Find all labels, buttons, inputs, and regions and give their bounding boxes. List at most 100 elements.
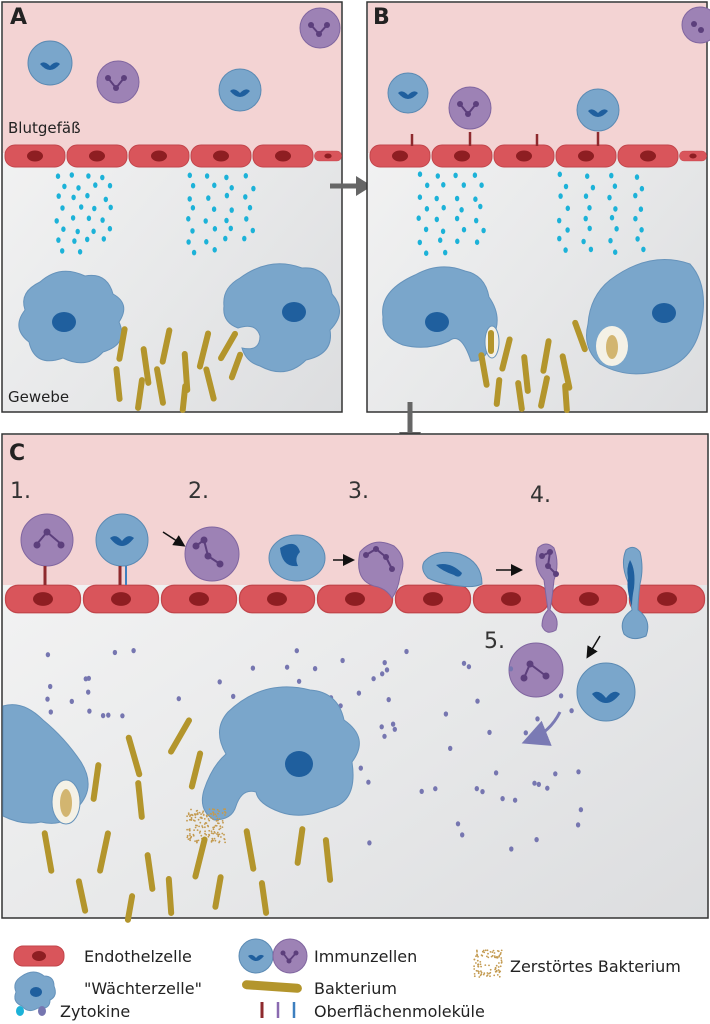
cytokine-dot [493,770,499,776]
cytokine-dot [460,832,465,838]
cytokine-dot [474,786,479,792]
cytokine-dot [569,708,574,714]
cytokine-dot [108,204,113,211]
bacterium-fragment [498,955,500,958]
legend-bacterium-label: Bakterium [314,979,397,998]
bacterium-fragment [208,808,211,810]
bacterium-fragment [490,955,493,958]
bacterium-fragment [190,835,193,838]
step-2-blue-cell [268,534,326,582]
cytokine-dot [609,214,615,221]
panel-a-immune-cell-purple-2 [299,7,341,49]
cytokine-dot [71,194,76,201]
cytokine-dot [454,195,460,202]
cytokine-dot [417,194,423,200]
bacterium-fragment [194,826,197,829]
cytokine-dot [250,665,256,671]
bacterium-fragment [487,952,489,955]
bacterium [562,383,570,413]
bacterium [165,876,175,916]
step-4-label: 4. [530,483,551,508]
cytokine-dot [120,713,125,719]
cytokine-dot [390,721,396,727]
cytokine-dot [641,246,646,253]
cytokine-dot [454,215,460,222]
bacterium-fragment [477,955,479,958]
cytokine-dot [508,666,514,672]
cytokine-dot [187,196,192,202]
cytokine-dot [204,239,209,245]
cytokine-dot [204,173,210,179]
bacterium [499,336,513,372]
cytokine-dot [86,689,91,695]
bacterium-fragment [189,834,191,837]
migration-arrow [521,711,562,746]
bacterium-fragment [199,821,202,824]
cytokine-dot [70,215,76,221]
cytokine-dot [131,648,136,654]
endothelial-cell [394,584,472,614]
bacterium-fragment [199,830,202,833]
cytokine-dot [106,712,111,718]
bacterium [168,717,192,755]
bacterium-fragment [212,832,215,835]
bacterium-fragment [221,826,224,828]
step-2-purple-cell [184,526,240,582]
bacterium-fragment [492,949,495,952]
cytokine-dot [186,216,191,222]
bacterium-fragment [479,963,482,966]
bacterium-fragment [478,976,481,978]
cytokine-dot [224,217,229,224]
legend-sentinel-cell-icon [14,971,56,1012]
cytokine-dot [563,247,568,253]
cytokine-dot [576,769,581,775]
bacterium-fragment [480,954,483,956]
bacterium-fragment [479,974,482,977]
cytokine-dot [83,676,89,682]
endothelial-cell [550,584,628,614]
cytokine-dot [48,709,53,715]
cytokine-dot [438,237,443,243]
bacterium-fragment [224,814,226,816]
bacterium-fragment [486,972,489,974]
cytokine-dot [48,683,53,690]
cytokine-dot [558,193,563,199]
bacterium [559,353,573,391]
cytokine-dot [61,226,66,232]
cytokine-dot [190,205,196,211]
cytokine-dot [478,203,483,210]
cytokine-dot [565,205,570,212]
bacterium-fragment [477,965,480,968]
cytokine-dot [211,206,217,212]
cytokine-dot [441,204,446,211]
bacterium [140,346,152,386]
bacterium-fragment [202,810,205,813]
bacterium-fragment [207,814,210,817]
cytokine-dot [557,217,562,224]
cytokine-dot [223,235,228,242]
bacterium-fragment [192,819,195,822]
bacterium [572,319,588,353]
bacterium-fragment [224,810,226,813]
cytokine-dot [633,192,638,199]
bacterium-fragment [189,837,191,840]
bacterium-fragment [194,840,197,842]
cytokine-dot [461,660,467,666]
bacterium [125,734,143,778]
cytokine-dot [433,786,438,792]
bacterium-fragment [189,839,192,842]
cytokine-dot [590,184,596,191]
cytokine-dot [500,796,505,802]
bacterium-fragment [201,812,204,814]
panel-b-endothelium [369,144,707,168]
cytokine-dot [386,697,391,703]
bacterium-fragment [218,818,221,820]
panel-b-immune-cell-blue-2 [576,88,620,132]
bacterium-fragment [207,818,210,820]
cytokine-dot [532,780,537,786]
cytokine-dot [250,227,255,234]
bacterium-fragment [473,968,476,970]
panel-b-sentinel-cell-right [586,259,704,375]
panel-c-endothelium [4,584,706,614]
bacterium [493,377,503,407]
